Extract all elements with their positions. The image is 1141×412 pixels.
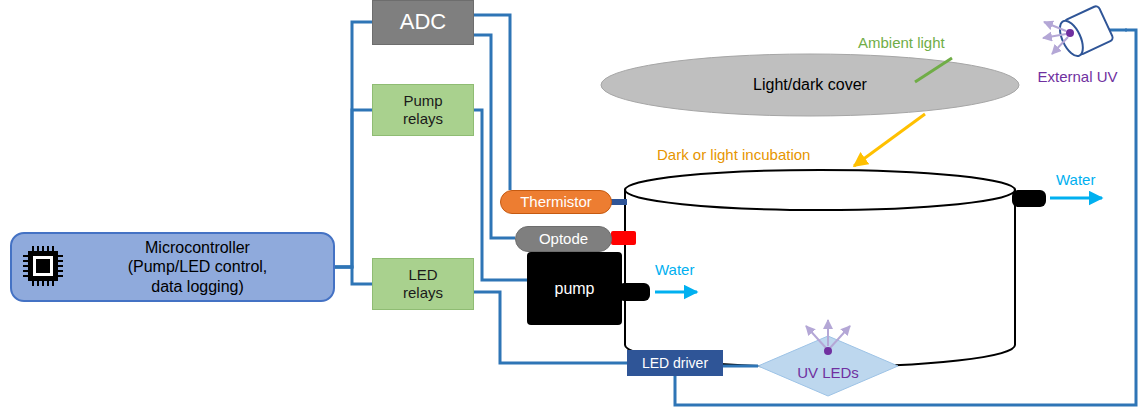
ambient-light-ray	[915, 58, 952, 82]
led-diamond: UV LEDs	[758, 336, 898, 396]
wire	[723, 365, 758, 368]
uv-lamp-node: External UV	[1030, 2, 1125, 88]
wire	[335, 110, 372, 267]
external-uv-lamp	[1043, 5, 1114, 59]
water-arrow	[655, 291, 697, 294]
sensor-probe: Optode	[515, 226, 612, 252]
node-text: Light/dark cover	[753, 75, 867, 94]
cover-ellipse: Light/dark cover	[600, 53, 1020, 117]
node-text: pump	[554, 279, 594, 298]
light-label: Dark or light incubation	[657, 146, 810, 164]
chip-icon	[23, 246, 63, 286]
wire	[1106, 29, 1127, 32]
incubation-tank	[625, 170, 1015, 367]
thermistor-tip	[611, 199, 627, 205]
node-text: LED driver	[642, 355, 708, 372]
node-text: ADC	[400, 9, 446, 35]
sensor-probe: Thermistor	[500, 190, 612, 214]
driver-box: LED driver	[627, 350, 723, 376]
uv-led-emitter	[806, 320, 850, 355]
optode-tip	[611, 231, 636, 245]
adc-box: ADC	[372, 0, 474, 45]
node-text: LED relays	[393, 266, 453, 302]
wire	[335, 22, 372, 267]
flow-label: Water	[655, 261, 694, 279]
wire	[335, 267, 372, 284]
incubation-light-arrow	[854, 114, 925, 166]
relay-box: LED relays	[372, 258, 474, 310]
relay-box: Pump relays	[372, 84, 474, 136]
light-label: Ambient light	[858, 34, 945, 52]
node-text: Thermistor	[520, 193, 592, 211]
node-text: UV LEDs	[797, 364, 859, 382]
node-text: External UV	[1037, 68, 1117, 86]
microcontroller-box: Microcontroller (Pump/LED control, data …	[10, 232, 335, 302]
node-text: Optode	[539, 230, 588, 248]
node-text: Pump relays	[393, 92, 453, 128]
pump-box: pump	[527, 252, 622, 325]
outlet-tube	[1012, 190, 1046, 207]
wire	[474, 15, 510, 190]
water-arrow	[1050, 197, 1102, 200]
flow-label: Water	[1056, 171, 1095, 189]
pump-nozzle	[618, 283, 650, 301]
tank-rim	[625, 170, 1015, 210]
node-text: Microcontroller (Pump/LED control, data …	[118, 238, 278, 296]
